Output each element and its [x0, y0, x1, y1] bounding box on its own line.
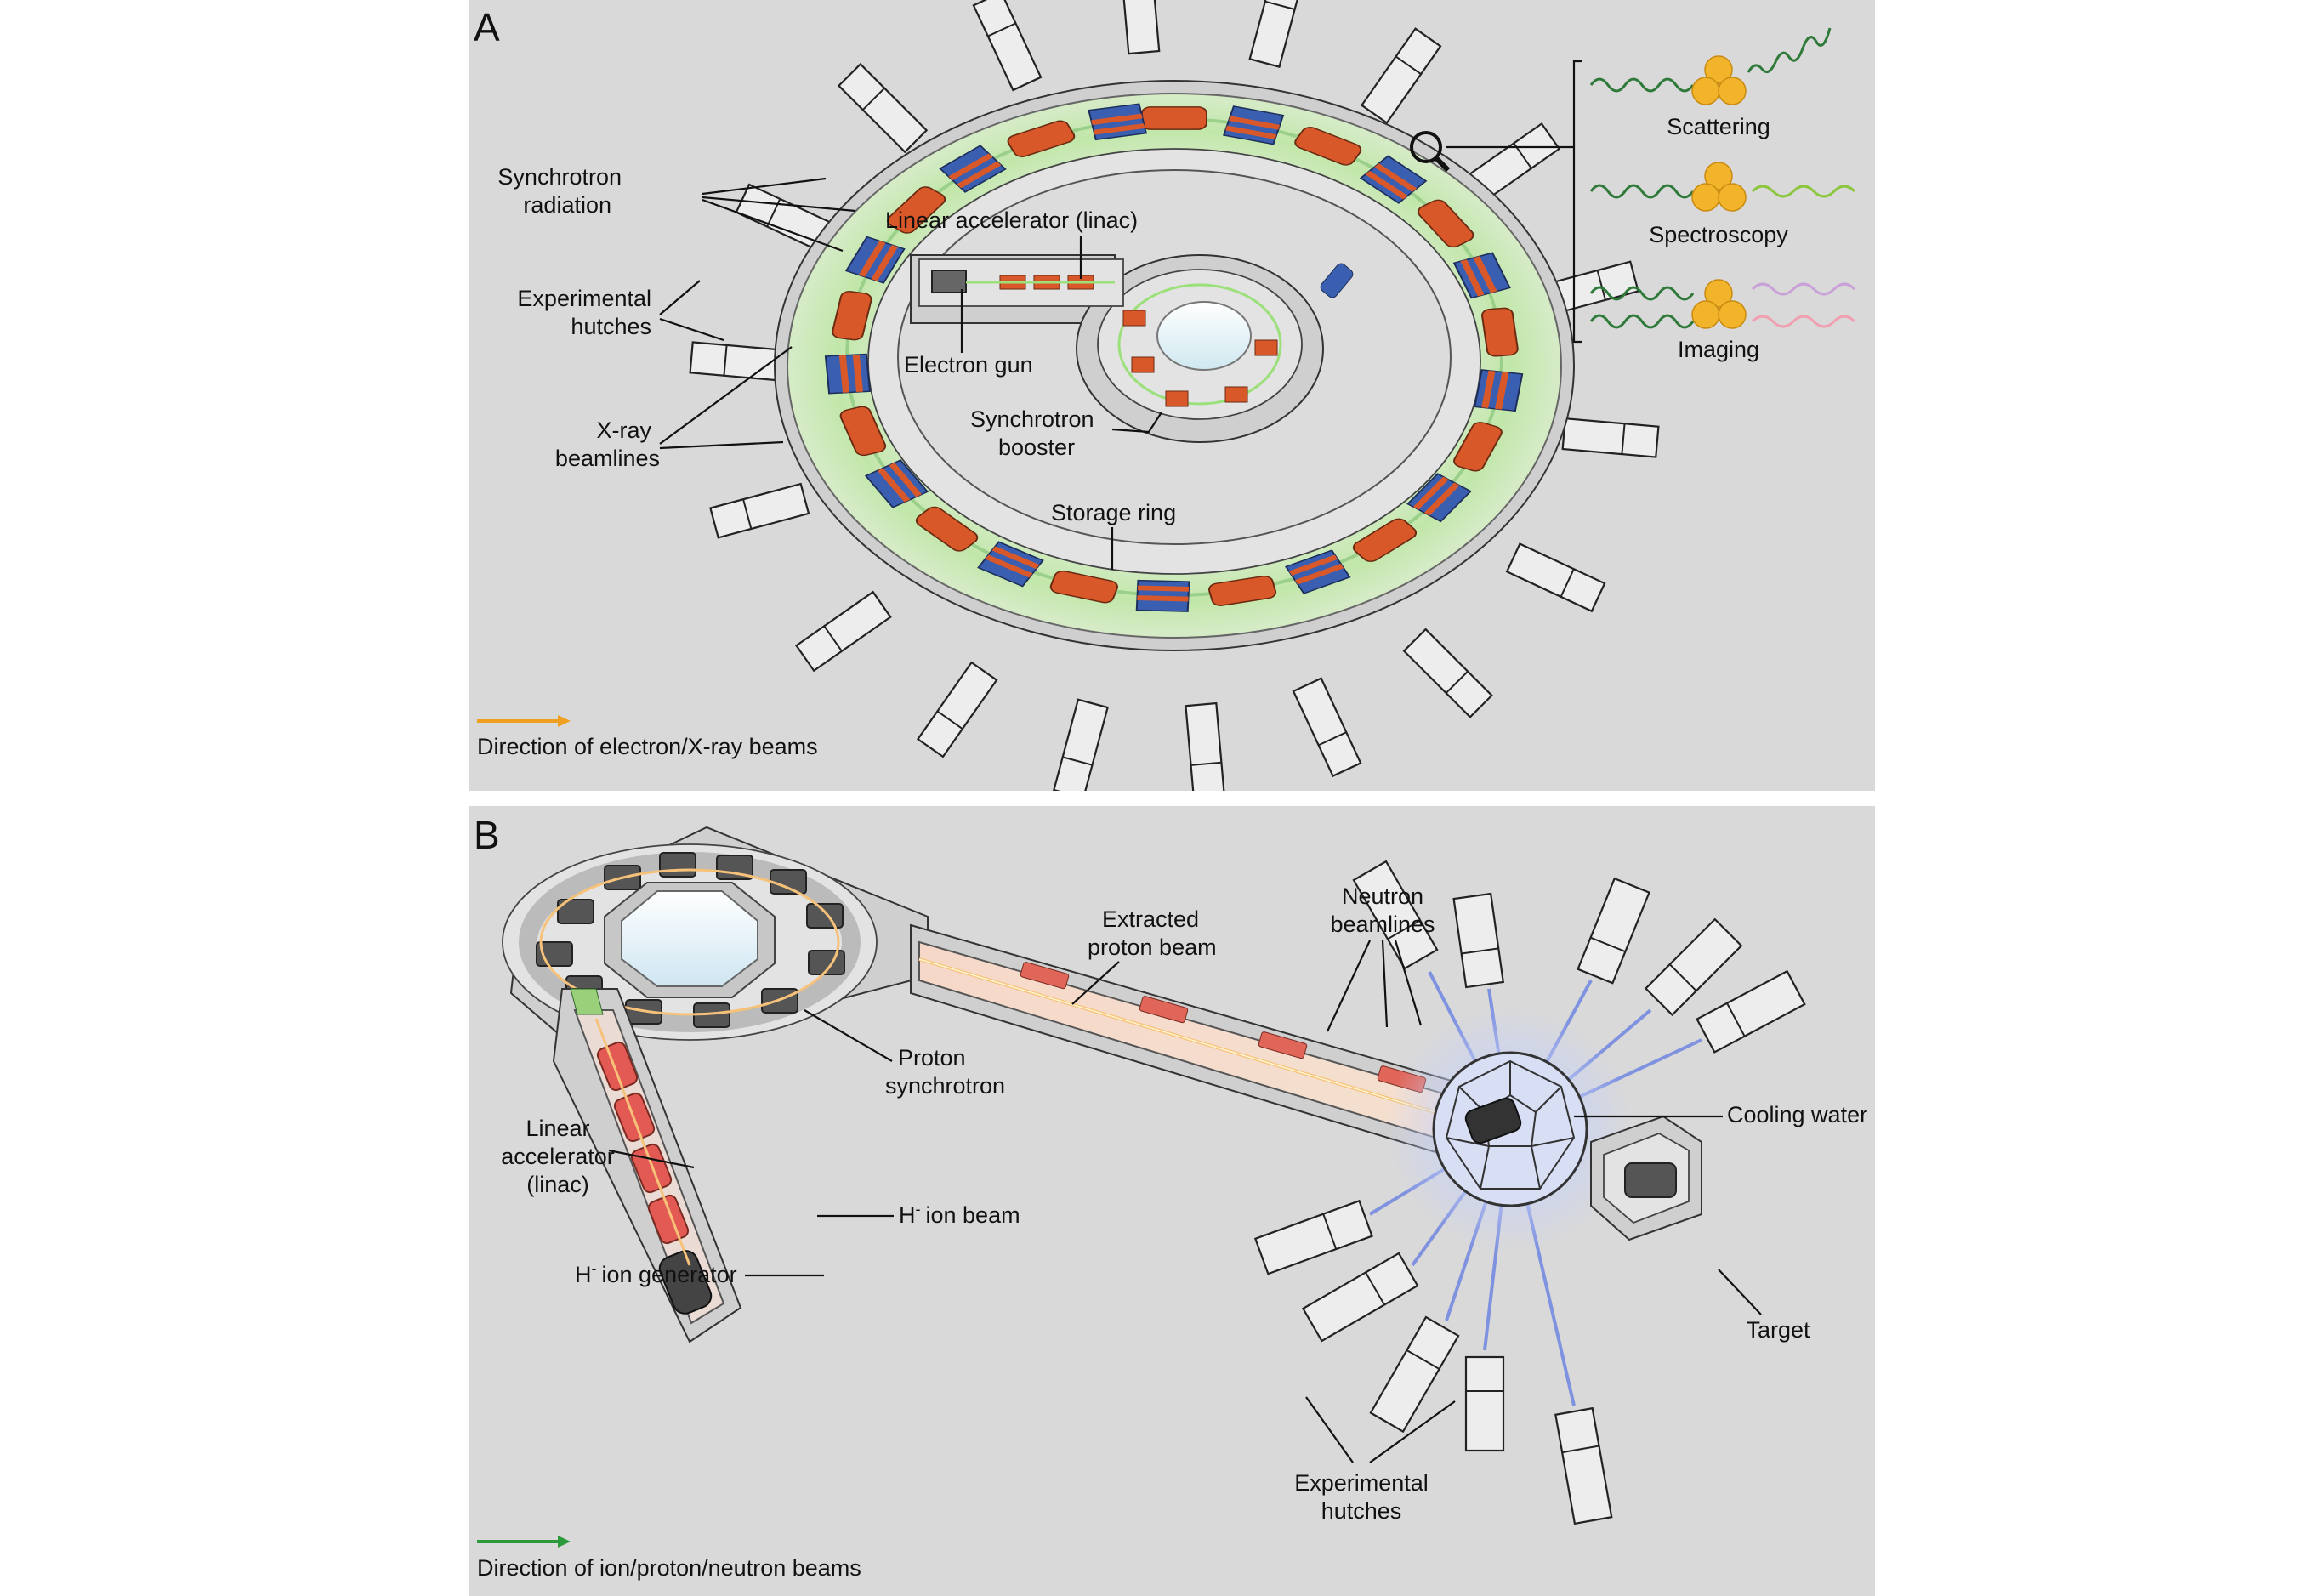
label-linac: Linear accelerator (linac) — [885, 207, 1138, 233]
label-h-ion-generator: H-ion generator — [575, 1260, 737, 1287]
panel-a-diagram: A — [474, 0, 1856, 791]
label-experimental-hutches: Experimental — [517, 286, 651, 311]
label-synchrotron-radiation: Synchrotron — [497, 164, 622, 190]
neutron-hutches — [1253, 860, 1806, 1525]
label-scattering: Scattering — [1667, 114, 1770, 139]
label-h-ion-generator-sup: - — [592, 1260, 597, 1277]
label-spectroscopy: Spectroscopy — [1649, 222, 1788, 247]
leader-synchrotron-radiation-1 — [702, 177, 827, 196]
leader-neutron-2 — [1381, 940, 1389, 1028]
label-experimental-hutches-2: hutches — [571, 314, 651, 339]
label-h-ion-generator-text: ion generator — [602, 1262, 737, 1287]
panel-b-diagram: B — [474, 813, 1867, 1581]
linac-tunnel — [552, 988, 742, 1343]
imaging-illustration — [1589, 279, 1856, 329]
leader-target — [1718, 1269, 1762, 1315]
spectroscopy-illustration — [1589, 162, 1856, 212]
label-experimental-hutches-b: Experimental — [1294, 1470, 1429, 1496]
leader-hutches-b-1 — [1305, 1396, 1354, 1463]
booster-linac-building — [910, 254, 1354, 443]
label-cooling-water: Cooling water — [1727, 1102, 1867, 1127]
label-h-ion-beam: H-ion beam — [899, 1201, 1020, 1228]
leader-neutron-3 — [1394, 940, 1423, 1026]
label-xray-beamlines-2: beamlines — [555, 446, 660, 471]
leader-linac — [608, 1149, 695, 1169]
label-storage-ring: Storage ring — [1051, 500, 1176, 525]
label-imaging: Imaging — [1678, 337, 1759, 362]
technique-bracket — [1572, 60, 1582, 344]
label-neutron-beamlines-2: beamlines — [1330, 912, 1435, 937]
label-linac-2: accelerator — [501, 1144, 615, 1169]
experimental-hutch-group — [689, 0, 1660, 791]
panel-a-synchrotron: A — [469, 0, 1875, 791]
label-synchrotron-booster-2: booster — [998, 434, 1075, 460]
synchrotron-core — [621, 890, 758, 987]
panel-b-letter: B — [474, 813, 500, 857]
legend-text-b: Direction of ion/proton/neutron beams — [477, 1555, 861, 1581]
label-electron-gun: Electron gun — [904, 352, 1033, 378]
label-xray-beamlines: X-ray — [596, 417, 651, 443]
label-linac-3: (linac) — [526, 1172, 589, 1197]
label-neutron-beamlines: Neutron — [1342, 883, 1423, 909]
leader-synchrotron-radiation-2 — [702, 196, 856, 213]
label-experimental-hutches-b-2: hutches — [1321, 1498, 1402, 1524]
panel-a-letter: A — [474, 5, 500, 49]
booster-core — [1156, 301, 1252, 371]
leader-extracted-beam — [1071, 961, 1120, 1005]
label-target: Target — [1746, 1317, 1810, 1343]
label-extracted-proton-beam-2: proton beam — [1088, 934, 1217, 960]
label-linac: Linear — [526, 1116, 589, 1141]
leader-proton-synchrotron — [804, 1009, 893, 1062]
leader-beamlines-2 — [659, 440, 784, 450]
leader-neutron-1 — [1327, 940, 1371, 1032]
legend-arrow-b — [477, 1536, 571, 1548]
storage-ring-magnets — [824, 103, 1524, 612]
scattering-illustration — [1589, 27, 1832, 105]
leader-hutches-2 — [659, 317, 724, 342]
legend-arrow-a — [477, 715, 571, 727]
label-proton-synchrotron-2: synchrotron — [885, 1073, 1005, 1099]
leader-hutches-1 — [659, 280, 701, 315]
leader-synchrotron-radiation-3 — [702, 198, 844, 253]
label-h-ion-beam-text: ion beam — [926, 1202, 1020, 1228]
leader-hutches-b-2 — [1369, 1400, 1456, 1463]
panel-b-spallation: B — [469, 806, 1875, 1596]
label-synchrotron-radiation-2: radiation — [523, 192, 611, 218]
synchrotron-magnets — [536, 852, 845, 1028]
h-ion-generator-device — [658, 1250, 713, 1315]
label-h-ion-beam-sup: - — [916, 1201, 921, 1218]
magnifier-icon — [1410, 131, 1451, 173]
label-proton-synchrotron: Proton — [898, 1045, 966, 1071]
leader-booster — [1111, 412, 1162, 434]
target-station — [1368, 971, 1702, 1406]
label-synchrotron-booster: Synchrotron — [970, 406, 1094, 432]
legend-text-a: Direction of electron/X-ray beams — [477, 734, 818, 759]
electron-gun-device — [931, 270, 967, 293]
label-extracted-proton-beam: Extracted — [1102, 906, 1199, 932]
leader-beamlines-1 — [659, 346, 793, 445]
